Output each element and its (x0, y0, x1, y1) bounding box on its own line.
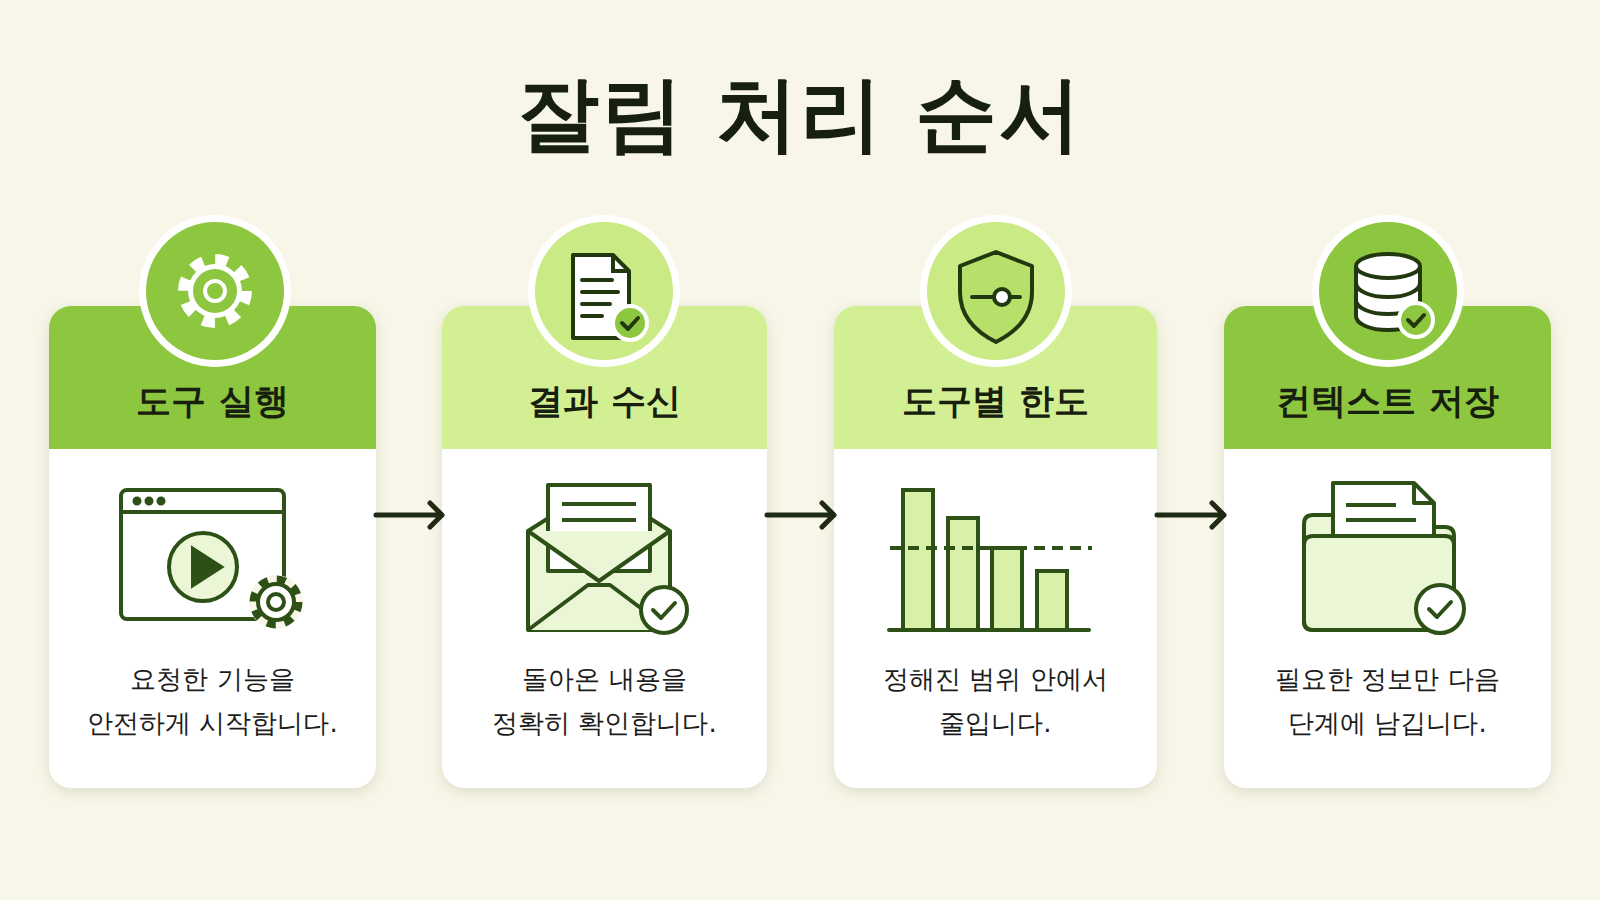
step-heading: 도구 실행 (136, 378, 288, 425)
step-heading: 컨텍스트 저장 (1276, 378, 1498, 425)
arrow-line (1157, 503, 1224, 527)
flow-arrow (376, 503, 442, 527)
header-band: 컨텍스트 저장 (1224, 306, 1551, 449)
icon-badge (139, 215, 291, 367)
header-band: 결과 수신 (442, 306, 767, 449)
step-card: 결과 수신돌아온 내용을 정확히 확인합니다. (442, 306, 767, 788)
step-heading: 도구별 한도 (902, 378, 1089, 425)
bar-chart-illustration (889, 490, 1092, 630)
step-card: 도구 실행요청한 기능을 안전하게 시작합니다. (49, 306, 376, 788)
arrow-line (376, 503, 442, 527)
step-description: 정해진 범위 안에서 줄입니다. (861, 657, 1131, 745)
envelope-illustration (528, 485, 687, 633)
browser-illustration (121, 490, 303, 629)
step-description: 필요한 정보만 다음 단계에 남깁니다. (1253, 657, 1523, 745)
icon-badge (1312, 215, 1464, 367)
step-card: 도구별 한도정해진 범위 안에서 줄입니다. (834, 306, 1157, 788)
header-band: 도구 실행 (49, 306, 376, 449)
step-heading: 결과 수신 (528, 378, 680, 425)
step-card: 컨텍스트 저장필요한 정보만 다음 단계에 남깁니다. (1224, 306, 1551, 788)
icon-badge (920, 215, 1072, 367)
arrow-line (767, 503, 834, 527)
step-description: 돌아온 내용을 정확히 확인합니다. (485, 657, 725, 745)
flow-arrow (1157, 503, 1224, 527)
flow-arrow (767, 503, 834, 527)
diagram-title: 잘림 처리 순서 (0, 58, 1600, 170)
icon-badge (528, 215, 680, 367)
header-band: 도구별 한도 (834, 306, 1157, 449)
step-description: 요청한 기능을 안전하게 시작합니다. (78, 657, 348, 745)
folder-illustration (1304, 483, 1464, 633)
